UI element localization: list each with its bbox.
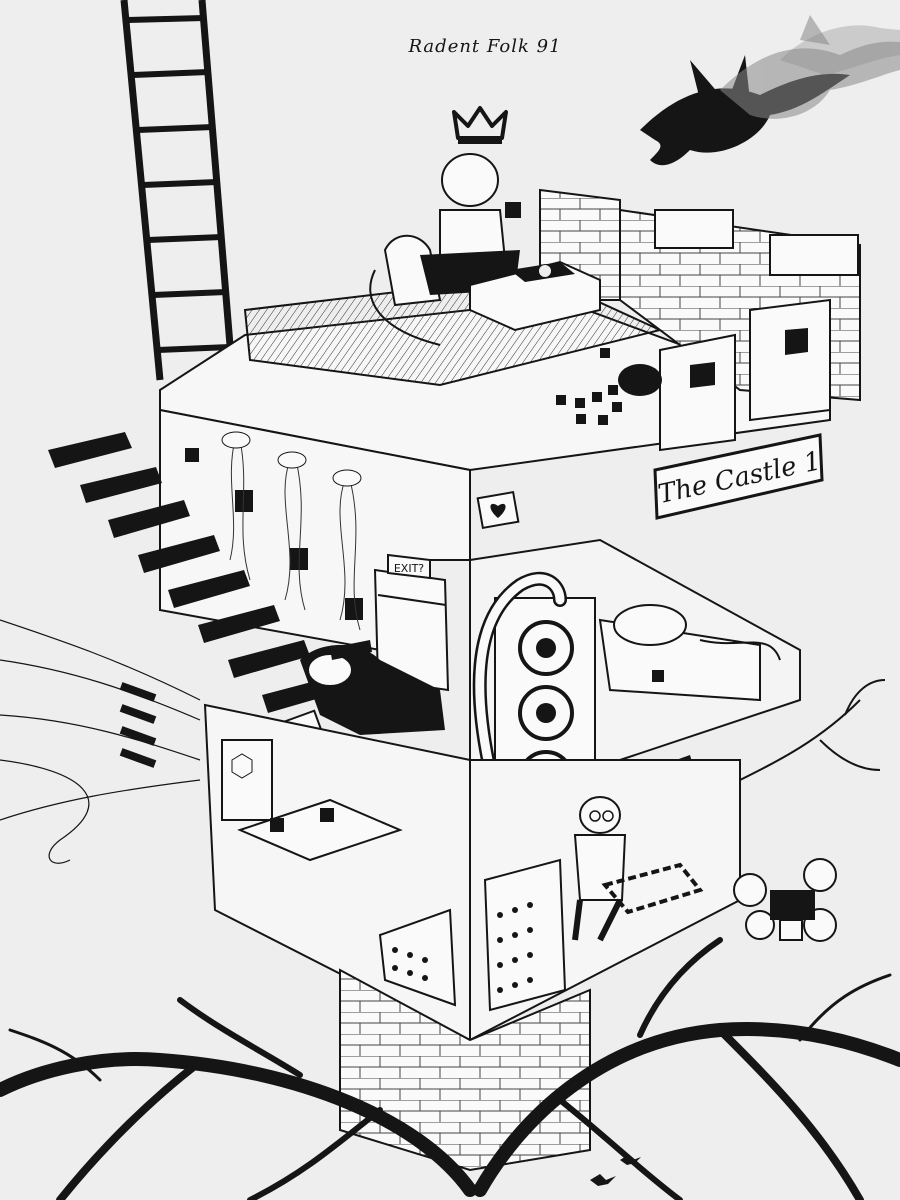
rooftop-walls xyxy=(539,188,861,452)
power-wires xyxy=(0,619,201,864)
standing-mouse xyxy=(572,796,627,942)
box-stacks xyxy=(378,858,567,1012)
tree-roots xyxy=(0,937,900,1200)
exit-door: EXIT? xyxy=(373,553,450,692)
insulators xyxy=(119,682,157,768)
header-text: Radent Folk 91 xyxy=(407,36,561,57)
heart-icon xyxy=(476,490,520,530)
drone xyxy=(733,858,837,942)
mugs-cluster xyxy=(556,348,622,425)
crown-icon xyxy=(452,106,508,144)
tree-branch-right xyxy=(739,679,886,781)
small-birds xyxy=(590,1155,641,1186)
floor-rug xyxy=(601,862,704,915)
lab-room xyxy=(221,739,403,862)
fruit-bowl xyxy=(618,364,662,396)
ladder-icon xyxy=(120,0,236,381)
rooftop-table xyxy=(469,260,601,332)
sleeping-mouse xyxy=(598,604,781,702)
svg-text:EXIT?: EXIT? xyxy=(394,562,424,575)
hanging-plants xyxy=(221,431,362,631)
crow-shadow-far xyxy=(780,25,900,75)
crow-shadow xyxy=(720,15,900,119)
